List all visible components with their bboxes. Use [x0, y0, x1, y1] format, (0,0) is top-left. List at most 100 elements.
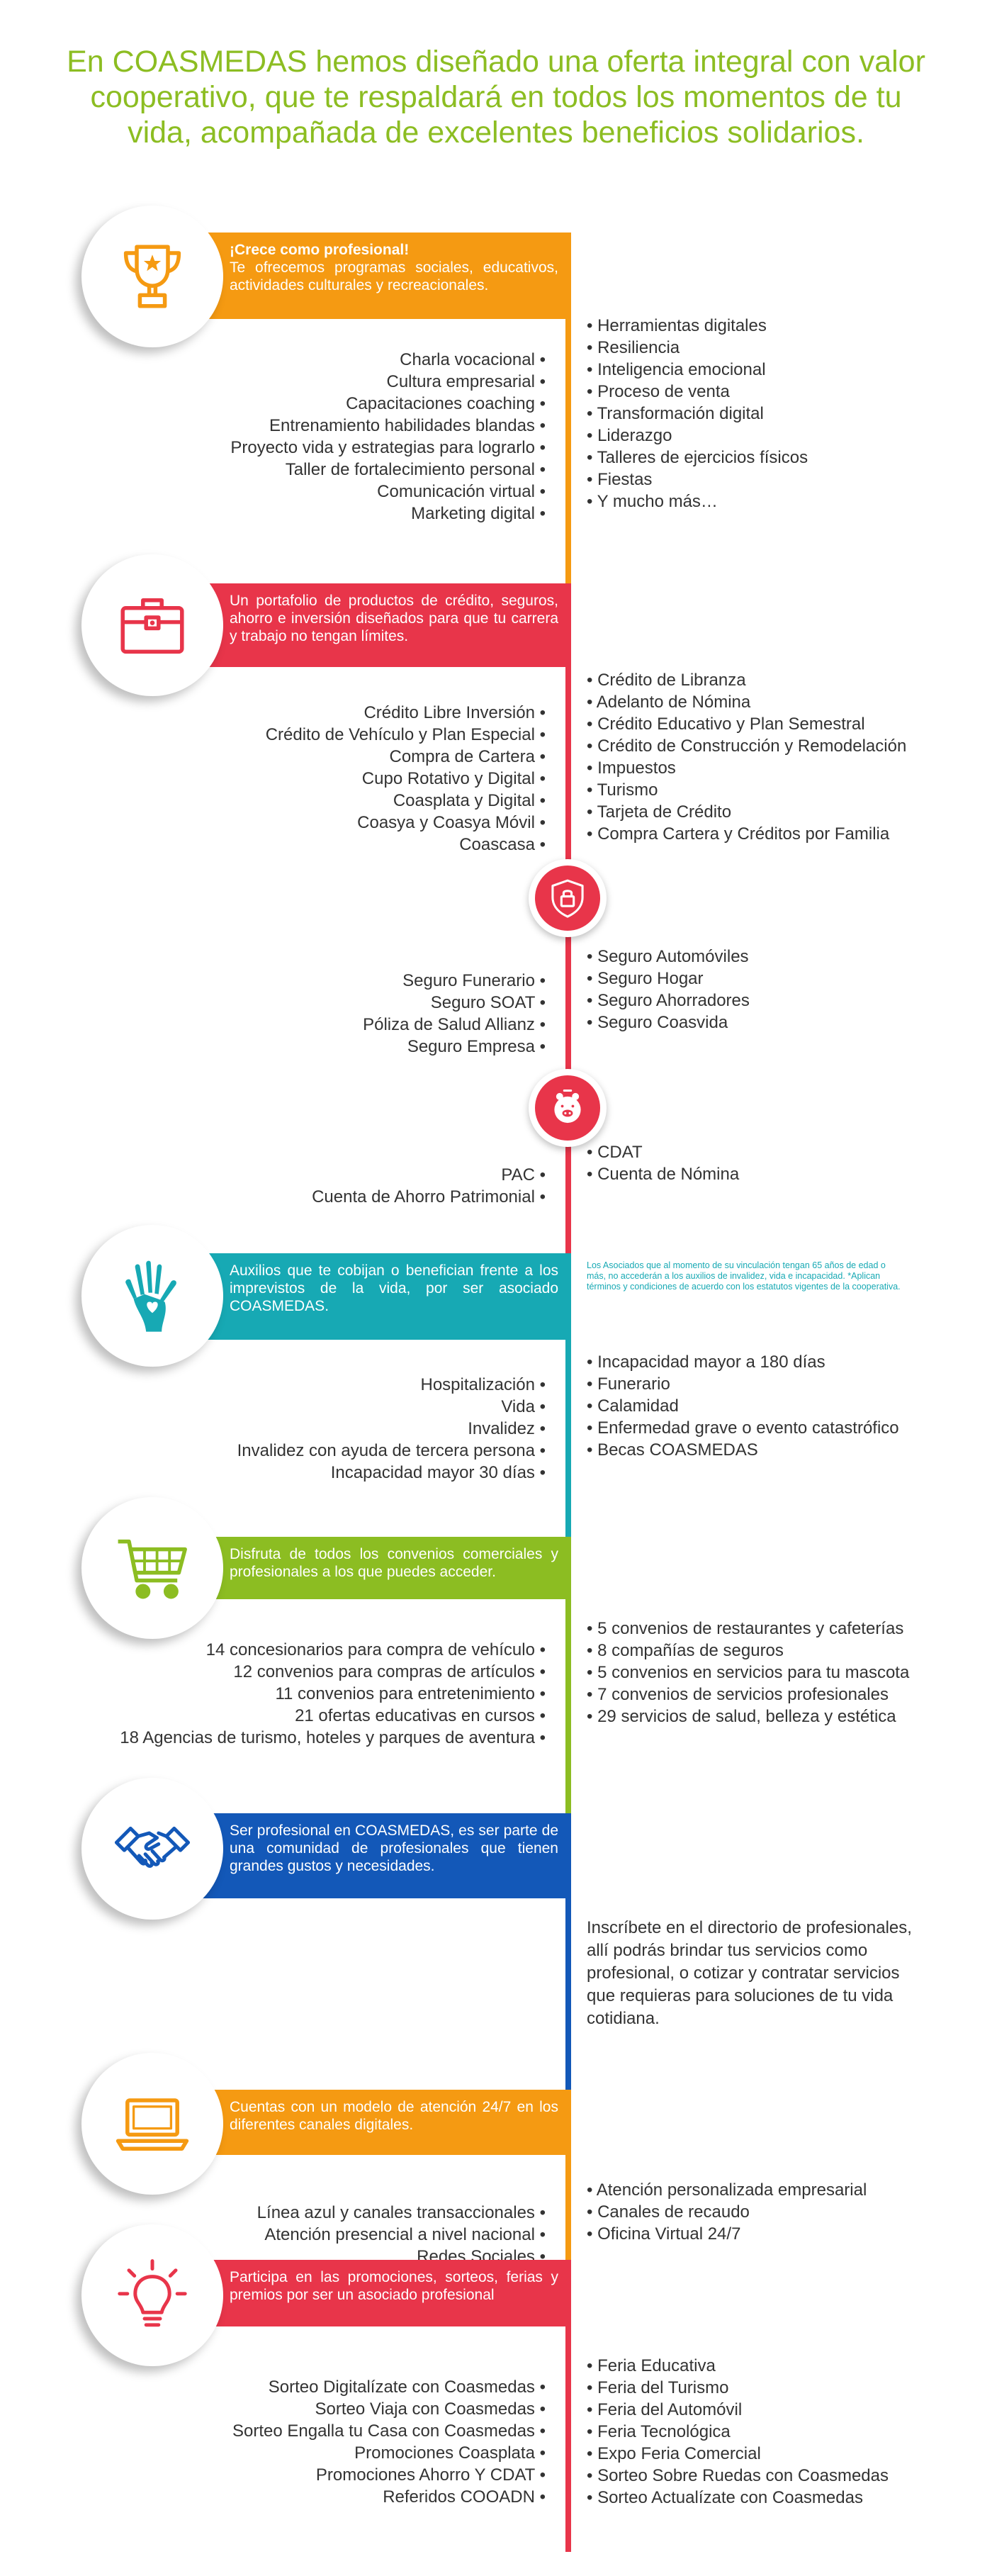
piggy-node-inner — [535, 1075, 600, 1141]
list-item: Póliza de Salud Allianz — [363, 1014, 546, 1036]
list-item: Talleres de ejercicios físicos — [587, 447, 808, 469]
aid-list-right: Incapacidad mayor a 180 días Funerario C… — [587, 1351, 899, 1461]
cart-circle — [81, 1497, 223, 1639]
lightbulb-circle — [81, 2224, 223, 2366]
piggy-bank-icon — [554, 1089, 581, 1124]
aid-footnote: Los Asociados que al momento de su vincu… — [587, 1260, 901, 1292]
list-item: Referidos COOADN — [232, 2486, 546, 2508]
list-item: Resiliencia — [587, 337, 808, 359]
list-item: Invalidez — [237, 1418, 546, 1440]
list-item: Entrenamiento habilidades blandas — [230, 415, 546, 437]
list-item: Coascasa — [266, 834, 546, 856]
list-item: Crédito Educativo y Plan Semestral — [587, 713, 906, 735]
band-text: Auxilios que te cobijan o benefician fre… — [230, 1262, 558, 1314]
trophy-circle — [81, 206, 223, 347]
band-text: Cuentas con un modelo de atención 24/7 e… — [230, 2099, 558, 2133]
list-item: 5 convenios en servicios para tu mascota — [587, 1662, 909, 1684]
list-item: Seguro Hogar — [587, 968, 750, 990]
list-item: Fiestas — [587, 469, 808, 491]
page-title: En COASMEDAS hemos diseñado una oferta i… — [67, 45, 925, 150]
growth-list-left: Charla vocacional Cultura empresarial Ca… — [230, 349, 546, 525]
section-band-growth: ¡Crece como profesional! Te ofrecemos pr… — [201, 233, 571, 319]
list-item: Becas COASMEDAS — [587, 1439, 899, 1461]
handshake-icon — [114, 1826, 191, 1868]
list-item: Compra Cartera y Créditos por Familia — [587, 823, 906, 845]
list-item: Coasya y Coasya Móvil — [266, 812, 546, 834]
list-item: Cultura empresarial — [230, 371, 546, 393]
timeline-segment-green — [565, 1537, 571, 1813]
channels-list-right: Atención personalizada empresarial Canal… — [587, 2179, 867, 2245]
list-item: Crédito Libre Inversión — [266, 702, 546, 724]
list-item: Promociones Coasplata — [232, 2442, 546, 2464]
list-item: Sorteo Sobre Ruedas con Coasmedas — [587, 2465, 889, 2487]
list-item: Charla vocacional — [230, 349, 546, 371]
section-band-channels: Cuentas con un modelo de atención 24/7 e… — [201, 2090, 571, 2155]
list-item: Comunicación virtual — [230, 481, 546, 503]
list-item: Cupo Rotativo y Digital — [266, 768, 546, 790]
list-item: Sorteo Actualízate con Coasmedas — [587, 2487, 889, 2509]
list-item: Atención personalizada empresarial — [587, 2179, 867, 2201]
savings-list-left: PAC Cuenta de Ahorro Patrimonial — [312, 1164, 546, 1208]
list-item: Calamidad — [587, 1395, 899, 1417]
list-item: 7 convenios de servicios profesionales — [587, 1684, 909, 1706]
list-item: Taller de fortalecimiento personal — [230, 459, 546, 481]
list-item: CDAT — [587, 1141, 739, 1163]
growth-list-right: Herramientas digitales Resiliencia Intel… — [587, 315, 808, 513]
briefcase-icon — [120, 598, 184, 654]
list-item: Cuenta de Ahorro Patrimonial — [312, 1186, 546, 1208]
list-item: Promociones Ahorro Y CDAT — [232, 2464, 546, 2486]
band-heading: ¡Crece como profesional! — [230, 242, 410, 258]
hand-heart-circle — [81, 1225, 223, 1367]
list-item: Feria del Automóvil — [587, 2399, 889, 2421]
band-text: Disfruta de todos los convenios comercia… — [230, 1546, 558, 1580]
list-item: Herramientas digitales — [587, 315, 808, 337]
piggy-node — [529, 1069, 607, 1147]
section-band-professionals: Ser profesional en COASMEDAS, es ser par… — [201, 1813, 571, 1898]
list-item: 14 concesionarios para compra de vehícul… — [120, 1639, 546, 1661]
professionals-paragraph: Inscríbete en el directorio de profesion… — [587, 1918, 912, 2028]
band-text: Ser profesional en COASMEDAS, es ser par… — [230, 1822, 558, 1874]
list-item: 5 convenios de restaurantes y cafeterías — [587, 1618, 909, 1640]
list-item: Impuestos — [587, 757, 906, 779]
list-item: Turismo — [587, 779, 906, 801]
list-item: Y mucho más… — [587, 491, 808, 513]
list-item: Marketing digital — [230, 503, 546, 525]
agreements-list-left: 14 concesionarios para compra de vehícul… — [120, 1639, 546, 1749]
band-text: Un portafolio de productos de crédito, s… — [230, 593, 558, 644]
list-item: Sorteo Viaja con Coasmedas — [232, 2398, 546, 2420]
list-item: Tarjeta de Crédito — [587, 801, 906, 823]
list-item: Proyecto vida y estrategias para lograrl… — [230, 437, 546, 459]
list-item: Liderazgo — [587, 425, 808, 447]
portfolio-list-right: Crédito de Libranza Adelanto de Nómina C… — [587, 669, 907, 845]
list-item: Seguro Coasvida — [587, 1012, 750, 1034]
list-item: Seguro Empresa — [363, 1036, 546, 1058]
list-item: Crédito de Libranza — [587, 669, 906, 691]
section-band-promotions: Participa en las promociones, sorteos, f… — [201, 2260, 571, 2326]
timeline-segment-blue — [565, 1813, 571, 2090]
handshake-circle — [81, 1778, 223, 1920]
savings-list-right: CDAT Cuenta de Nómina — [587, 1141, 739, 1185]
list-item: Transformación digital — [587, 403, 808, 425]
list-item: Sorteo Digitalízate con Coasmedas — [232, 2376, 546, 2398]
list-item: Crédito de Construcción y Remodelación — [587, 735, 906, 757]
band-text: Participa en las promociones, sorteos, f… — [230, 2269, 558, 2303]
list-item: 21 ofertas educativas en cursos — [120, 1705, 546, 1727]
list-item: Vida — [237, 1396, 546, 1418]
list-item: Coasplata y Digital — [266, 790, 546, 812]
list-item: Enfermedad grave o evento catastrófico — [587, 1417, 899, 1439]
insurance-list-left: Seguro Funerario Seguro SOAT Póliza de S… — [363, 970, 546, 1058]
channels-list-left: Línea azul y canales transaccionales Ate… — [257, 2202, 546, 2268]
band-text: Te ofrecemos programas sociales, educati… — [230, 259, 558, 293]
list-item: Atención presencial a nivel nacional — [257, 2224, 546, 2246]
list-item: Inteligencia emocional — [587, 359, 808, 381]
timeline-segment-teal — [565, 1253, 571, 1537]
shield-node — [529, 859, 607, 937]
list-item: Feria Educativa — [587, 2355, 889, 2377]
list-item: Oficina Virtual 24/7 — [587, 2223, 867, 2245]
list-item: Sorteo Engalla tu Casa con Coasmedas — [232, 2420, 546, 2442]
list-item: 12 convenios para compras de artículos — [120, 1661, 546, 1683]
insurance-list-right: Seguro Automóviles Seguro Hogar Seguro A… — [587, 946, 750, 1034]
list-item: Proceso de venta — [587, 381, 808, 403]
list-item: Línea azul y canales transaccionales — [257, 2202, 546, 2224]
timeline-segment-orange — [565, 233, 571, 583]
